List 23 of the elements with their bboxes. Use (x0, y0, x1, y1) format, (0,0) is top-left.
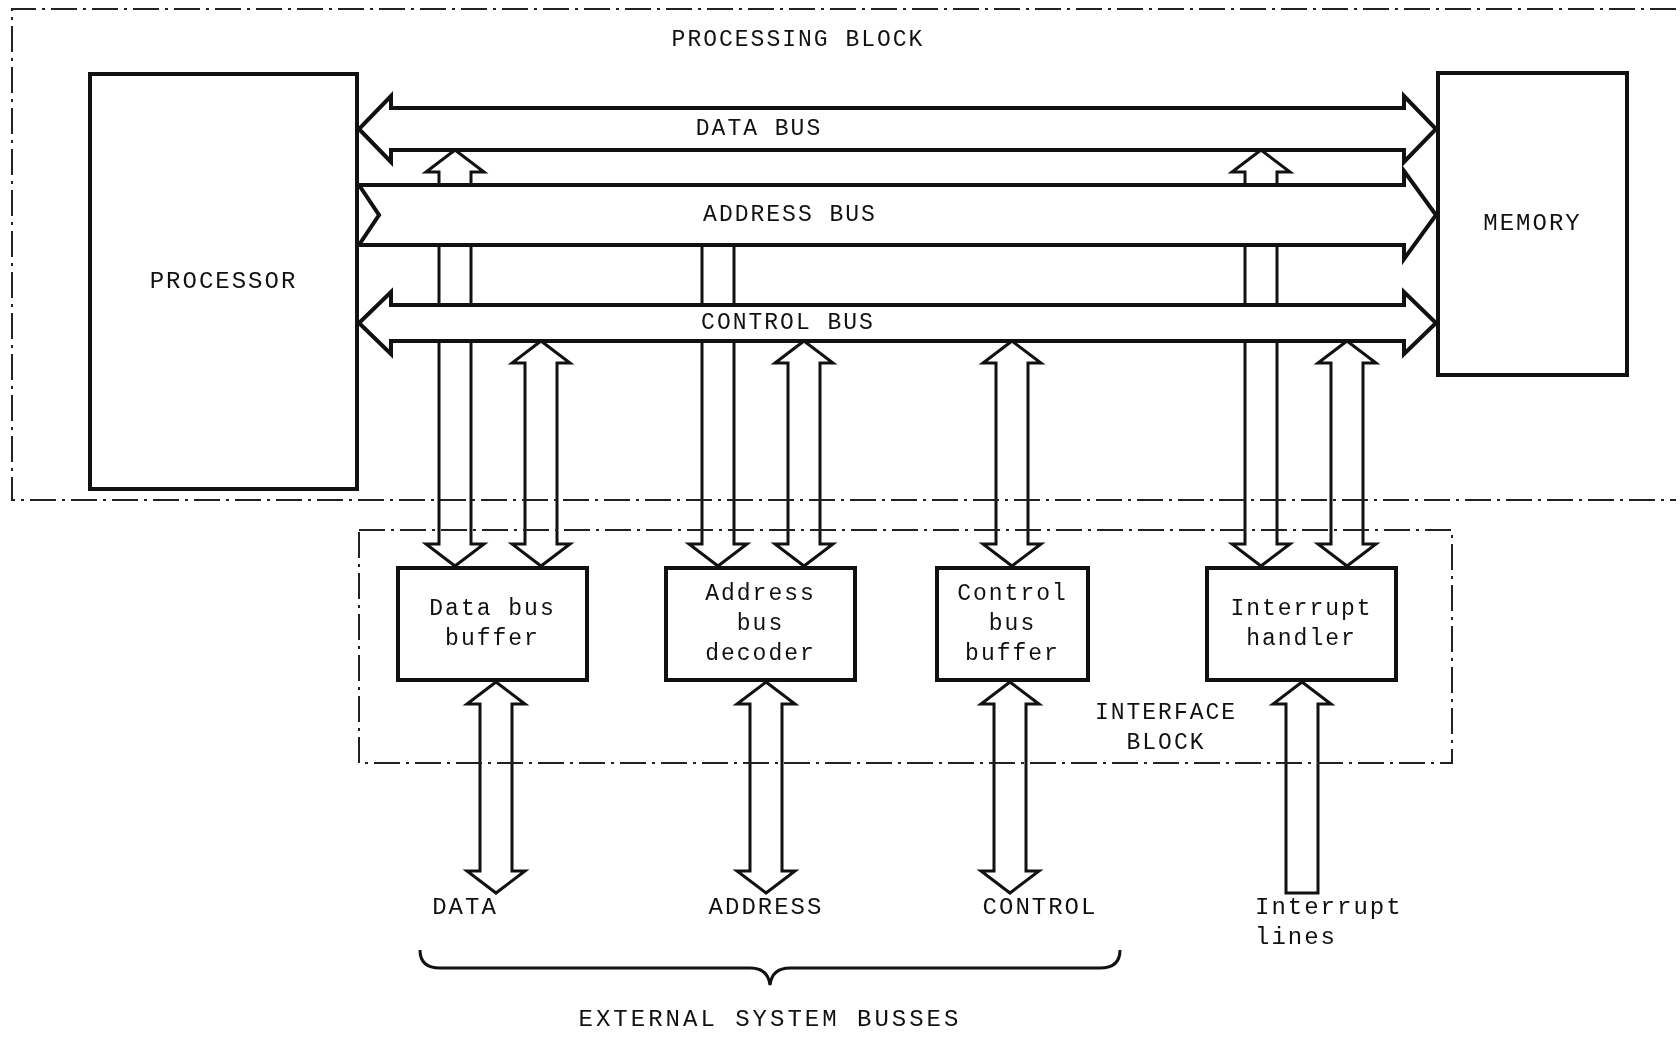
box-label: Data bus buffer (428, 595, 557, 654)
process-box (1205, 566, 1398, 682)
process-box (88, 72, 359, 491)
process-box (1436, 71, 1629, 377)
process-box (664, 566, 857, 682)
block-boundary (12, 9, 1676, 500)
hollow-arrow (976, 680, 1044, 895)
hollow-arrow (462, 680, 530, 895)
hollow-arrow (732, 680, 800, 895)
box-label: MEMORY (1482, 209, 1583, 239)
signal-label: ADDRESS (686, 893, 846, 927)
box-label: PROCESSOR (148, 266, 299, 297)
box-label: Address bus decoder (704, 580, 817, 669)
box-label: Control bus buffer (956, 580, 1069, 669)
process-box (396, 566, 589, 682)
signal-label: CONTROL (960, 893, 1120, 927)
process-box (935, 566, 1090, 682)
box-label: Interrupt handler (1229, 595, 1374, 654)
signal-label: DATA (420, 893, 510, 927)
group-caption: EXTERNAL SYSTEM BUSSES (577, 1006, 963, 1033)
block-boundary (359, 530, 1452, 763)
signal-label: Interrupt lines (1255, 893, 1455, 957)
hollow-arrow (1268, 680, 1336, 895)
